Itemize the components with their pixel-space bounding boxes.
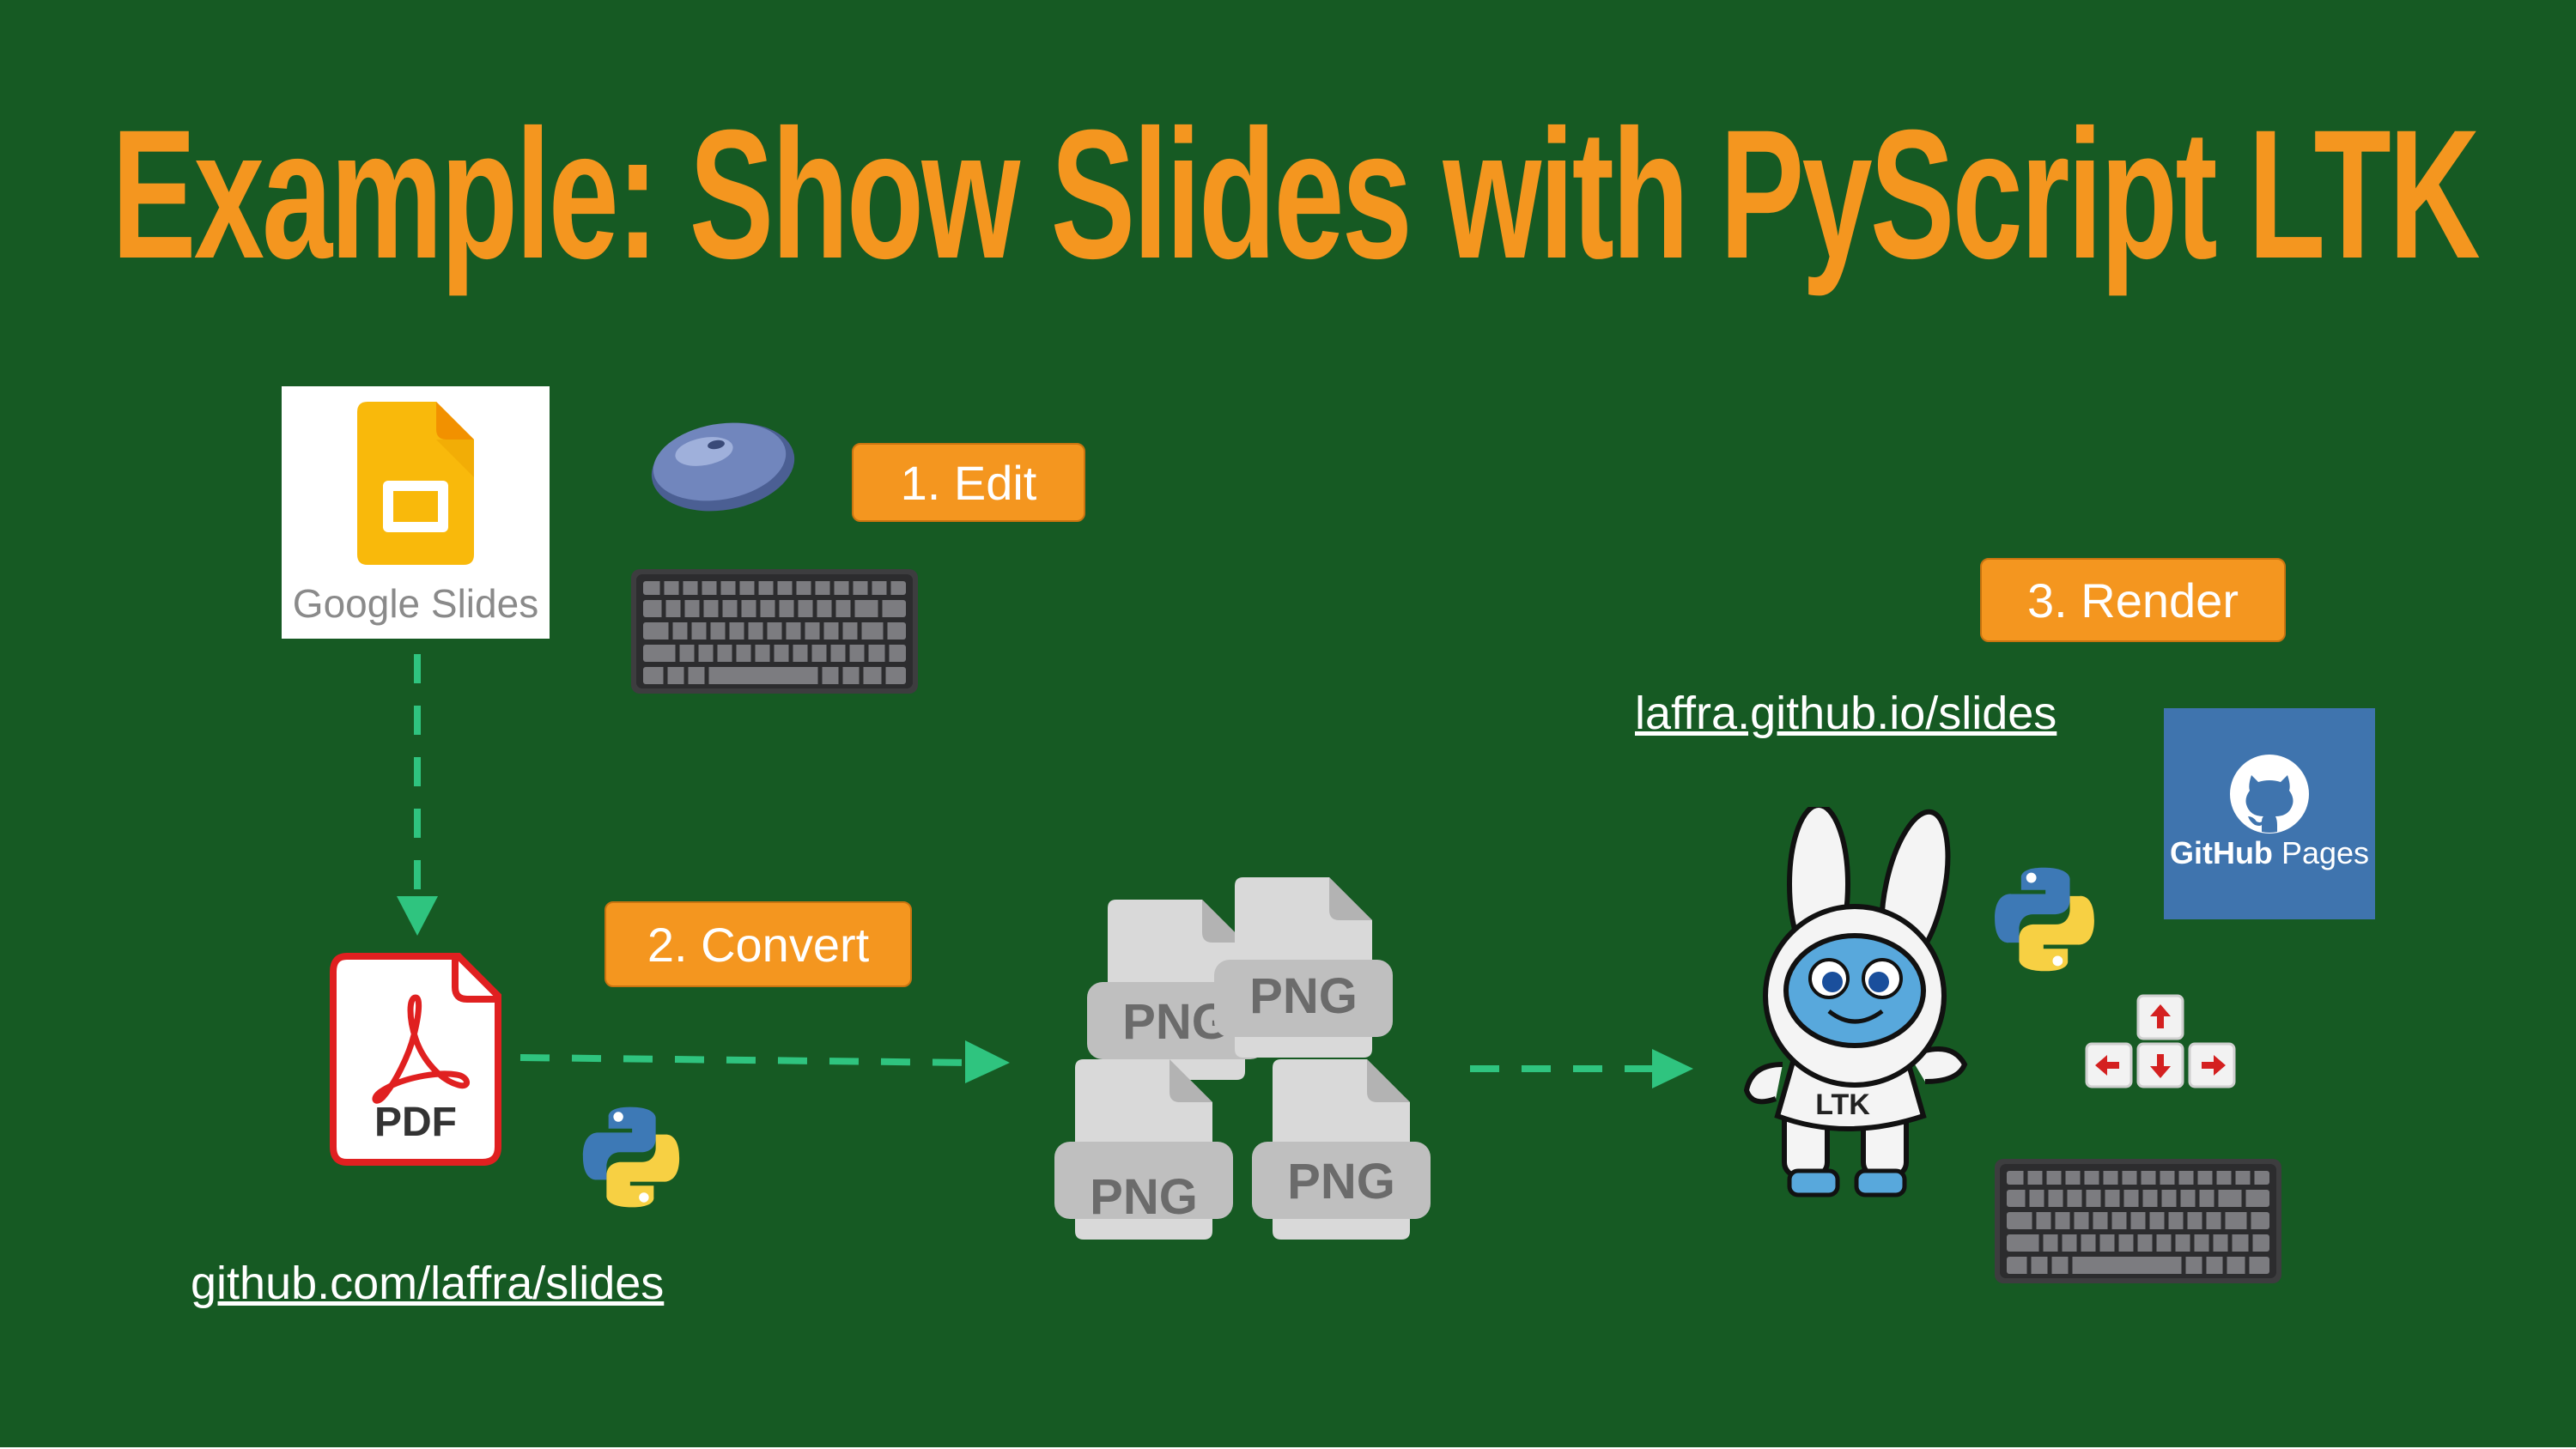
png-file-icon: PNG [1087,900,1266,1080]
step-convert-label: 2. Convert [605,901,912,987]
google-slides-card: Google Slides [282,386,550,639]
png-label: PNG [1122,994,1230,1050]
repo-link[interactable]: github.com/laffra/slides [191,1258,665,1309]
png-file-icon: PNG [1252,1059,1431,1240]
github-pages-label-rest: Pages [2281,835,2370,870]
arrow-pdf-to-png [519,1054,971,1066]
google-slides-label: Google Slides [292,581,539,626]
arrow-keys-icon [2085,994,2236,1088]
keyboard-icon [631,569,918,694]
step-render-label: 3. Render [1980,558,2286,642]
mouse-icon [651,422,795,512]
png-file-icon: PNG [1054,1059,1233,1240]
github-pages-icon: GitHub Pages [2164,708,2375,919]
png-label: PNG [1287,1154,1395,1210]
png-file-icon: PNG [1214,877,1393,1058]
slide-title: Example: Show Slides with PyScript LTK [112,92,2481,297]
png-label: PNG [1249,968,1358,1024]
pdf-icon: PDF [330,953,501,1166]
keyboard-icon [1995,1159,2281,1283]
github-pages-label: GitHub Pages [2164,835,2375,871]
png-files-stack: PNG PNG PNG PNG [1054,877,1431,1240]
site-link[interactable]: laffra.github.io/slides [1635,688,2057,739]
google-slides-icon [357,402,474,565]
python-icon [1995,867,2094,972]
ltk-mascot-icon: LTK [1743,807,1968,1197]
pdf-label: PDF [374,1100,457,1145]
python-icon [582,1106,680,1208]
ltk-label: LTK [1815,1088,1870,1121]
step-edit-label: 1. Edit [852,443,1085,522]
png-label: PNG [1090,1169,1198,1225]
github-pages-label-bold: GitHub [2169,835,2273,870]
